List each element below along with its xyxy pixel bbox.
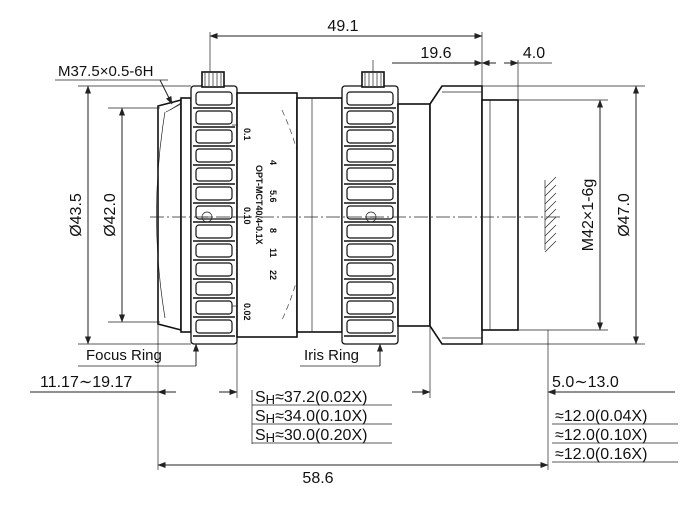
svg-text:SH≈34.0(0.10X): SH≈34.0(0.10X) — [255, 408, 367, 426]
knurl-segment — [195, 129, 233, 144]
knurl-segment — [346, 110, 394, 125]
front-glass-curve — [156, 111, 166, 319]
knurl-segment — [346, 167, 394, 182]
knurl-segment — [195, 91, 233, 106]
mount-thread-hatch — [544, 176, 557, 253]
knurl-segment — [195, 300, 233, 315]
left-diameter-dims: Ø43.5 Ø42.0 — [68, 85, 191, 345]
knurl-segment — [195, 205, 233, 220]
rear-barrel — [397, 103, 431, 327]
knurl-segment — [346, 300, 394, 315]
knurl-segment — [195, 224, 233, 239]
knurl-segment — [195, 281, 233, 296]
approx-row-2: ≈12.0(0.10X) — [555, 427, 647, 444]
focus-travel-dim: 11.17∼19.17 — [30, 324, 238, 470]
knurl-segment — [195, 148, 233, 163]
dim-inner-diameter: Ø42.0 — [102, 193, 119, 237]
knurl-segment — [346, 224, 394, 239]
lens-body — [150, 71, 560, 345]
right-diameter-dims: M42×1-6g Ø47.0 — [482, 85, 645, 345]
knurl-segment — [346, 91, 394, 106]
knurl-segment — [195, 167, 233, 182]
svg-text:SH≈30.0(0.20X): SH≈30.0(0.20X) — [255, 427, 367, 445]
overall-bottom-dim: 58.6 — [157, 462, 549, 487]
iris-mark-8: 8 — [268, 228, 278, 233]
scale-ring — [236, 92, 298, 338]
dim-focus-travel: 11.17∼19.17 — [40, 374, 132, 391]
sh-row-1: SH≈37.2(0.02X) — [255, 389, 367, 407]
focus-ring-knurling — [193, 91, 235, 337]
model-engraving: OPT-MCT40/4-0.1X — [254, 165, 264, 245]
dim-rear-diameter: Ø47.0 — [616, 193, 633, 237]
mount — [481, 99, 519, 331]
knurl-segment — [346, 129, 394, 144]
knurl-segment — [346, 281, 394, 296]
iris-mark-5-6: 5.6 — [268, 190, 278, 203]
iris-mark-22: 22 — [268, 270, 278, 280]
knurl-segment — [346, 319, 394, 334]
dim-back-focus: 5.0∼13.0 — [552, 374, 619, 391]
dim-mount-length: 4.0 — [523, 45, 545, 62]
knurl-segment — [346, 262, 394, 277]
knurl-segment — [346, 205, 394, 220]
mount-thread-spec: M42×1-6g — [580, 179, 597, 252]
dim-overall-bottom: 58.6 — [302, 470, 333, 487]
front-section — [180, 97, 192, 333]
scale-engraving: 0.1 0.10 0.02 OPT-MCT40/4-0.1X 4 5.6 8 1… — [232, 124, 278, 321]
dim-overall-top: 49.1 — [327, 18, 358, 35]
svg-text:SH≈37.2(0.02X): SH≈37.2(0.02X) — [255, 389, 367, 407]
sh-row-3: SH≈30.0(0.20X) — [255, 427, 367, 445]
iris-ring-knurling — [344, 91, 396, 337]
top-dimensions: 49.1 19.6 4.0 — [209, 18, 552, 100]
back-focus-dim: 5.0∼13.0 — [412, 326, 675, 470]
dim-iris-to-mount: 19.6 — [420, 45, 451, 62]
knurl-segment — [346, 148, 394, 163]
approx-distance-list: ≈12.0(0.04X) ≈12.0(0.10X) ≈12.0(0.16X) — [552, 408, 678, 463]
sh-row-2: SH≈34.0(0.10X) — [255, 408, 367, 426]
middle-barrel — [296, 97, 343, 333]
knurl-segment — [195, 110, 233, 125]
approx-row-3: ≈12.0(0.16X) — [555, 446, 647, 463]
knurl-segment — [195, 319, 233, 334]
front-thread-callout: M37.5×0.5-6H — [55, 63, 173, 105]
knurl-segment — [195, 186, 233, 201]
knurl-segment — [195, 262, 233, 277]
focus-mark-bottom: 0.02 — [242, 303, 252, 321]
knurl-segment — [346, 243, 394, 258]
sensor-distance-list: SH≈37.2(0.02X) SH≈34.0(0.10X) SH≈30.0(0.… — [251, 389, 392, 445]
focus-mark-top: 0.1 — [242, 128, 252, 141]
approx-row-1: ≈12.0(0.04X) — [555, 408, 647, 425]
iris-ring-label: Iris Ring — [304, 347, 359, 364]
knurl-segment — [195, 243, 233, 258]
iris-mark-4: 4 — [268, 160, 278, 165]
ring-labels: Focus Ring Iris Ring — [78, 343, 383, 367]
iris-mark-11: 11 — [268, 248, 278, 258]
knurl-segment — [346, 186, 394, 201]
focus-ring-label: Focus Ring — [86, 347, 162, 364]
rear-flange — [429, 85, 483, 345]
focus-mark-mid: 0.10 — [242, 207, 252, 225]
front-thread-spec: M37.5×0.5-6H — [58, 63, 153, 80]
dim-outer-diameter: Ø43.5 — [68, 193, 85, 237]
